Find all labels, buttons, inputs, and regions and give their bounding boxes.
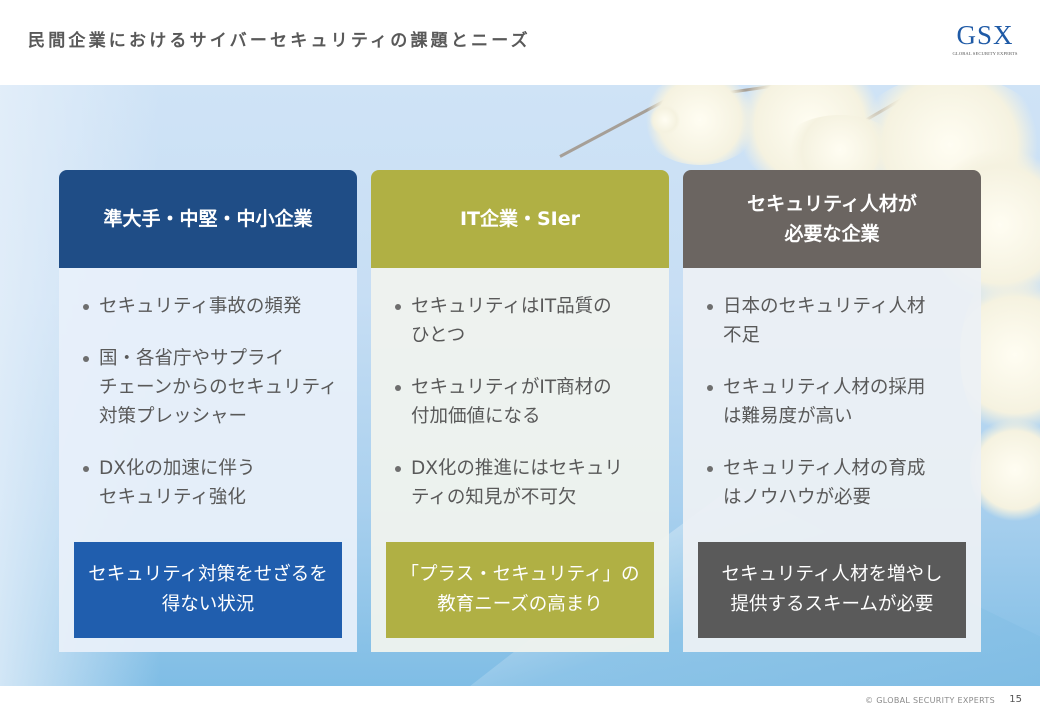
bullet-icon bbox=[83, 356, 89, 362]
bullet-icon bbox=[707, 466, 713, 472]
blossom-decoration bbox=[650, 105, 680, 135]
slide-title: 民間企業におけるサイバーセキュリティの課題とニーズ bbox=[28, 31, 531, 51]
conclusion-box: 「プラス・セキュリティ」の 教育ニーズの高まり bbox=[386, 542, 654, 638]
bullet-item: 国・各省庁やサプライ チェーンからのセキュリティ 対策プレッシャー bbox=[81, 344, 351, 431]
blossom-decoration bbox=[970, 415, 1040, 525]
card-mid-small-enterprises: 準大手・中堅・中小企業 セキュリティ事故の頻発 国・各省庁やサプライ チェーンか… bbox=[59, 170, 357, 652]
card-body: セキュリティ事故の頻発 国・各省庁やサプライ チェーンからのセキュリティ 対策プ… bbox=[59, 268, 357, 652]
bullet-icon bbox=[395, 385, 401, 391]
bullet-icon bbox=[395, 304, 401, 310]
conclusion-box: セキュリティ人材を増やし 提供するスキームが必要 bbox=[698, 542, 966, 638]
bullet-item: DX化の加速に伴う セキュリティ強化 bbox=[81, 454, 351, 512]
card-header: IT企業・SIer bbox=[371, 170, 669, 268]
gsx-logo: GSX GLOBAL SECURITY EXPERTS bbox=[950, 20, 1020, 57]
slide-footer: © GLOBAL SECURITY EXPERTS 15 bbox=[0, 686, 1040, 720]
page-number: 15 bbox=[1009, 694, 1022, 705]
card-header: セキュリティ人材が 必要な企業 bbox=[683, 170, 981, 268]
bullet-icon bbox=[707, 304, 713, 310]
bullet-list: セキュリティ事故の頻発 国・各省庁やサプライ チェーンからのセキュリティ 対策プ… bbox=[81, 292, 351, 535]
bullet-text: セキュリティ事故の頻発 bbox=[99, 296, 302, 317]
card-it-companies-sier: IT企業・SIer セキュリティはIT品質の ひとつ セキュリティがIT商材の … bbox=[371, 170, 669, 652]
bullet-text: DX化の推進にはセキュリ ティの知見が不可欠 bbox=[411, 458, 623, 508]
logo-subtitle: GLOBAL SECURITY EXPERTS bbox=[952, 51, 1018, 56]
bullet-text: セキュリティ人材の育成 はノウハウが必要 bbox=[723, 458, 926, 508]
logo-mark: GSX bbox=[956, 20, 1014, 50]
bullet-item: セキュリティ人材の育成 はノウハウが必要 bbox=[705, 454, 975, 512]
bullet-icon bbox=[707, 385, 713, 391]
card-header: 準大手・中堅・中小企業 bbox=[59, 170, 357, 268]
bullet-icon bbox=[83, 304, 89, 310]
bullet-icon bbox=[395, 466, 401, 472]
copyright-text: © GLOBAL SECURITY EXPERTS bbox=[865, 696, 995, 705]
card-companies-needing-talent: セキュリティ人材が 必要な企業 日本のセキュリティ人材 不足 セキュリティ人材の… bbox=[683, 170, 981, 652]
bullet-item: セキュリティがIT商材の 付加価値になる bbox=[393, 373, 663, 431]
conclusion-box: セキュリティ対策をせざるを 得ない状況 bbox=[74, 542, 342, 638]
slide-header: 民間企業におけるサイバーセキュリティの課題とニーズ GSX GLOBAL SEC… bbox=[0, 0, 1040, 85]
bullet-text: セキュリティがIT商材の 付加価値になる bbox=[411, 377, 612, 427]
bullet-text: DX化の加速に伴う セキュリティ強化 bbox=[99, 458, 256, 508]
bullet-text: 日本のセキュリティ人材 不足 bbox=[723, 296, 926, 346]
card-body: セキュリティはIT品質の ひとつ セキュリティがIT商材の 付加価値になる DX… bbox=[371, 268, 669, 652]
bullet-text: 国・各省庁やサプライ チェーンからのセキュリティ 対策プレッシャー bbox=[99, 348, 338, 427]
bullet-text: セキュリティはIT品質の ひとつ bbox=[411, 296, 612, 346]
bullet-text: セキュリティ人材の採用 は難易度が高い bbox=[723, 377, 926, 427]
bullet-item: DX化の推進にはセキュリ ティの知見が不可欠 bbox=[393, 454, 663, 512]
bullet-list: セキュリティはIT品質の ひとつ セキュリティがIT商材の 付加価値になる DX… bbox=[393, 292, 663, 535]
bullet-item: 日本のセキュリティ人材 不足 bbox=[705, 292, 975, 350]
bullet-item: セキュリティはIT品質の ひとつ bbox=[393, 292, 663, 350]
bullet-list: 日本のセキュリティ人材 不足 セキュリティ人材の採用 は難易度が高い セキュリテ… bbox=[705, 292, 975, 535]
bullet-item: セキュリティ事故の頻発 bbox=[81, 292, 351, 321]
bullet-icon bbox=[83, 466, 89, 472]
card-body: 日本のセキュリティ人材 不足 セキュリティ人材の採用 は難易度が高い セキュリテ… bbox=[683, 268, 981, 652]
bullet-item: セキュリティ人材の採用 は難易度が高い bbox=[705, 373, 975, 431]
